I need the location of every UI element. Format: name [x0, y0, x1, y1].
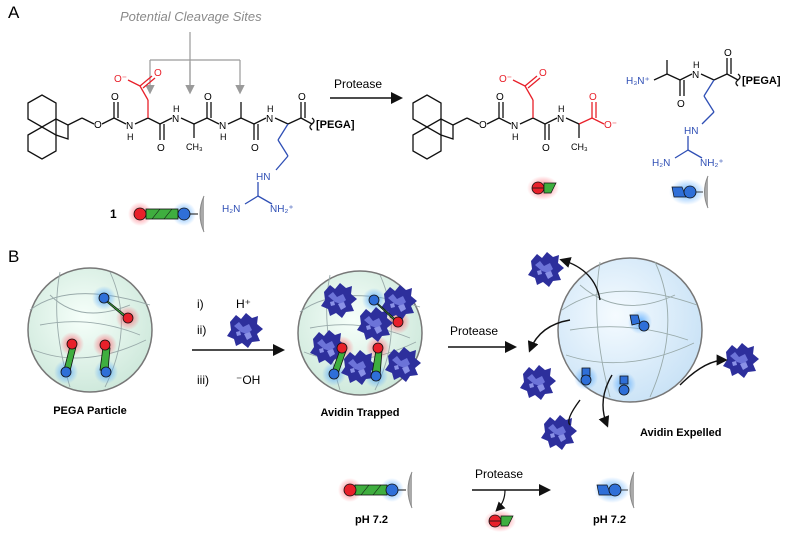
carboxylate-label: O⁻ — [114, 74, 127, 85]
protease-label-b: Protease — [450, 324, 498, 338]
atom-h: H — [512, 132, 519, 142]
avidin-expelled-sphere — [557, 257, 703, 403]
arg-sidechain — [244, 123, 289, 205]
asp-backbone — [134, 117, 173, 140]
atom-o: O — [251, 143, 259, 154]
legend-intact-schematic — [338, 471, 413, 509]
step-iii-reagent: ⁻OH — [236, 373, 260, 387]
atom-o: O — [157, 143, 165, 154]
avidin-expelled-label: Avidin Expelled — [640, 427, 722, 439]
avidin-protein-icon — [227, 313, 263, 348]
ph-left-label: pH 7.2 — [355, 514, 388, 526]
cleavage-sites-title: Potential Cleavage Sites — [120, 9, 262, 24]
ph-right-label: pH 7.2 — [593, 514, 626, 526]
compound-number: 1 — [110, 207, 117, 221]
guan-hn-label: HN — [256, 172, 270, 183]
atom-h: H — [220, 132, 227, 142]
panel-b-letter: B — [8, 247, 19, 266]
step-ii: ii) — [197, 323, 206, 337]
atom-n: N — [266, 114, 273, 125]
legend-release-arrow — [495, 489, 506, 512]
pega-label: [PEGA] — [316, 119, 355, 131]
product-fmoc-asp-ala — [412, 75, 605, 160]
atom-o: O — [496, 92, 504, 103]
product-positive-schematic — [669, 175, 709, 209]
guan-h2n-label: H₂N — [222, 204, 240, 215]
atom-n: N — [692, 70, 699, 81]
atom-o: O — [154, 68, 162, 79]
atom-n: N — [557, 114, 564, 125]
atom-o: O — [94, 120, 102, 131]
product-negative-schematic — [527, 176, 559, 200]
atom-n: N — [126, 121, 133, 132]
protease-label-a: Protease — [334, 77, 382, 91]
methyl-label: CH₃ — [571, 142, 588, 152]
atom-h: H — [267, 104, 274, 114]
atom-n: N — [172, 114, 179, 125]
asp-sidechain — [127, 75, 156, 118]
guan-h2n-label: H₂N — [652, 158, 670, 169]
expulsion-arrows — [527, 257, 728, 428]
guan-hn-label: HN — [684, 126, 698, 137]
legend-remaining-positive — [594, 471, 635, 509]
atom-o: O — [724, 48, 732, 59]
product-ala-arg — [653, 58, 741, 96]
fmoc-group — [27, 94, 95, 160]
atom-h: H — [558, 104, 565, 114]
methyl-label: CH₃ — [186, 142, 203, 152]
ala2-backbone — [227, 102, 267, 140]
atom-o: O — [298, 92, 306, 103]
step-iii: iii) — [197, 373, 209, 387]
atom-h: H — [127, 132, 134, 142]
arg-backbone — [274, 102, 315, 131]
guan-nh2-label: NH₂⁺ — [700, 158, 724, 169]
carboxylate-label: O⁻ — [604, 120, 617, 131]
atom-h: H — [693, 60, 700, 70]
atom-o: O — [589, 92, 597, 103]
step-i: i) — [197, 297, 204, 311]
atom-o: O — [479, 120, 487, 131]
pega-particle-label: PEGA Particle — [53, 405, 127, 417]
step-i-reagent: H⁺ — [236, 297, 251, 311]
carboxylate-label: O⁻ — [499, 74, 512, 85]
panel-a-letter: A — [8, 3, 20, 22]
atom-o: O — [111, 92, 119, 103]
atom-h: H — [173, 104, 180, 114]
ammonium-label: H₃N⁺ — [626, 76, 650, 87]
avidin-trapped-sphere — [297, 270, 423, 396]
avidin-trapped-label: Avidin Trapped — [320, 407, 399, 419]
atom-n: N — [219, 121, 226, 132]
atom-o: O — [677, 99, 685, 110]
ala1-backbone — [180, 102, 220, 138]
product-arg-sidechain — [674, 79, 715, 159]
atom-n: N — [511, 121, 518, 132]
legend-released-negative — [484, 510, 516, 532]
pega-label: [PEGA] — [742, 75, 781, 87]
carbamate-bonds — [101, 102, 127, 125]
guan-nh2-label: NH₂⁺ — [270, 204, 294, 215]
atom-o: O — [539, 68, 547, 79]
cleavage-site-arrows — [145, 32, 245, 95]
compound-1-schematic — [128, 195, 205, 233]
atom-o: O — [542, 143, 550, 154]
pega-particle-sphere — [27, 267, 153, 393]
atom-o: O — [204, 92, 212, 103]
legend-protease-label: Protease — [475, 467, 523, 481]
